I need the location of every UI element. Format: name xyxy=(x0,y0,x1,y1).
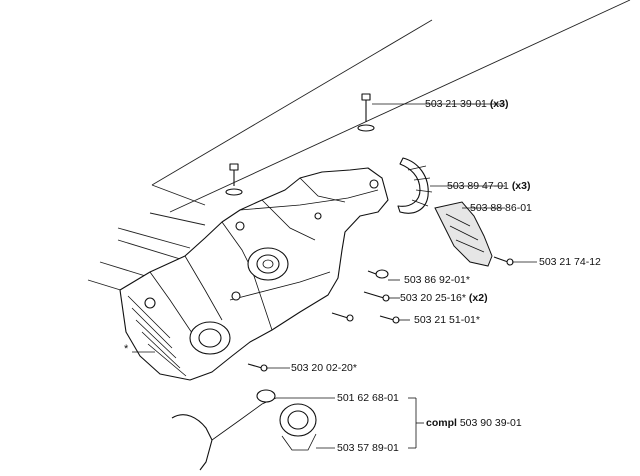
part-label-503-89-47-01: 503 89 47-01 (x3) xyxy=(447,180,531,192)
part-number: 503 86 92-01* xyxy=(404,274,470,286)
leader-lines xyxy=(132,103,537,449)
screw-top-left xyxy=(225,163,243,196)
bolt-mid-3 xyxy=(331,312,354,322)
part-number: 501 62 68-01 xyxy=(337,392,399,404)
part-number: 503 21 74-12 xyxy=(539,256,601,268)
part-label-503-21-51-01: 503 21 51-01* xyxy=(414,314,480,326)
part-qty: (x2) xyxy=(468,292,488,304)
kit-prefix: compl xyxy=(426,417,457,429)
part-label-501-62-68-01: 501 62 68-01 xyxy=(337,392,399,404)
bolt-mid-1 xyxy=(367,269,389,279)
kit-label: compl 503 90 39-01 xyxy=(426,417,522,429)
part-label-503-88-86-01: 503 88 86-01 xyxy=(470,202,532,214)
part-number: 503 20 25-16* xyxy=(400,292,466,304)
crankcase-housing xyxy=(119,167,389,381)
cover-plate xyxy=(434,201,493,267)
screw-bottom xyxy=(247,363,268,372)
part-label-503-20-25-16: 503 20 25-16* (x2) xyxy=(400,292,488,304)
asterisk-marker: * xyxy=(124,343,129,355)
part-number: 503 88 86-01 xyxy=(470,202,532,214)
part-number: 503 21 51-01* xyxy=(414,314,480,326)
part-number: 503 21 39-01 xyxy=(425,98,487,110)
part-number: 503 57 89-01 xyxy=(337,442,399,454)
kit-number: 503 90 39-01 xyxy=(459,417,522,429)
screw-right xyxy=(493,256,514,266)
part-qty: (x3) xyxy=(511,180,531,192)
part-number: 503 89 47-01 xyxy=(447,180,509,192)
screw-top-right xyxy=(357,93,375,132)
part-qty: (x3) xyxy=(489,98,509,110)
part-label-503-86-92-01: 503 86 92-01* xyxy=(404,274,470,286)
part-label-503-21-74-12: 503 21 74-12 xyxy=(539,256,601,268)
spring-clip xyxy=(397,157,433,214)
guide-lines xyxy=(87,0,631,297)
fuel-hose-assembly xyxy=(171,389,317,471)
bolt-mid-2 xyxy=(363,291,390,302)
part-label-503-21-39-01: 503 21 39-01 (x3) xyxy=(425,98,509,110)
part-number: 503 20 02-20* xyxy=(291,362,357,374)
part-label-503-57-89-01: 503 57 89-01 xyxy=(337,442,399,454)
bolt-mid-4 xyxy=(379,315,400,324)
part-label-503-20-02-20: 503 20 02-20* xyxy=(291,362,357,374)
